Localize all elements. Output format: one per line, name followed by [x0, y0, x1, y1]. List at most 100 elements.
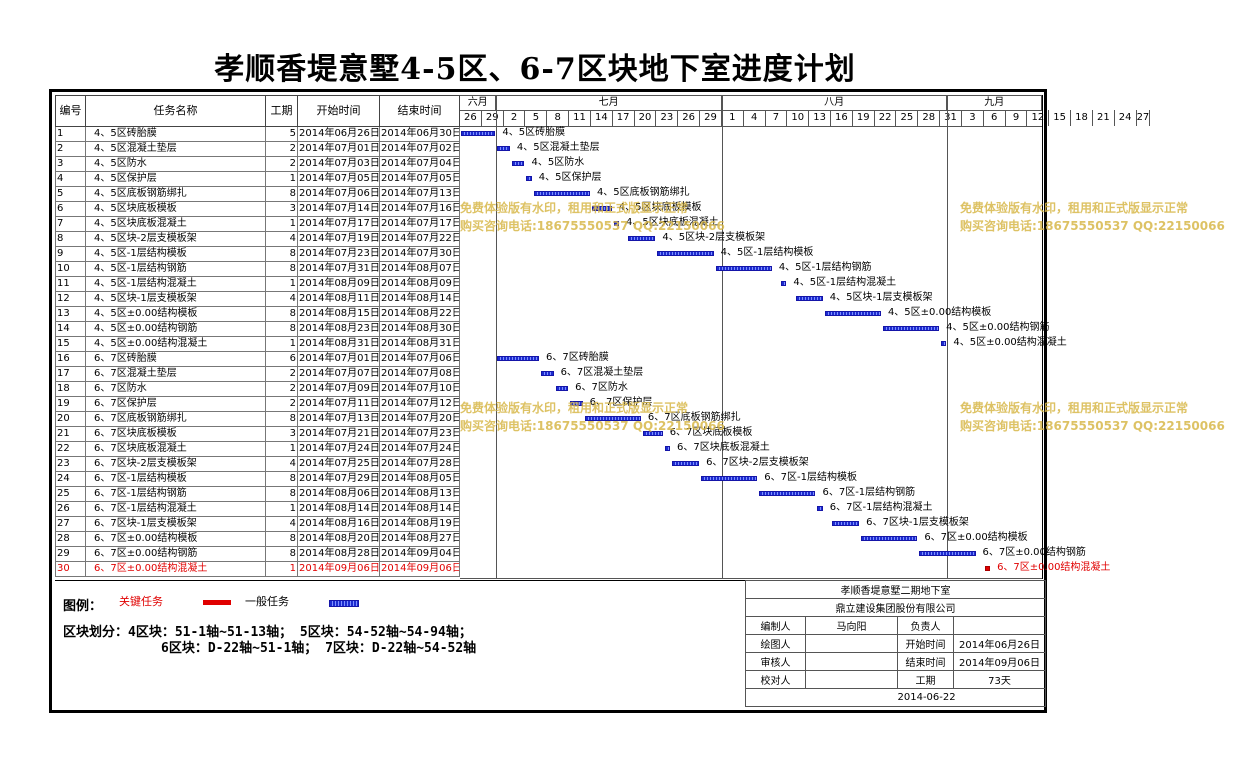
task-bar[interactable] — [642, 431, 663, 436]
info-checker-label: 审核人 — [745, 652, 806, 671]
task-bar[interactable] — [701, 476, 758, 481]
task-no-cell: 13 — [55, 306, 86, 322]
task-start-cell: 2014年08月06日 — [297, 486, 380, 502]
task-name-cell: 6、7区±0.00结构混凝土 — [85, 561, 266, 577]
task-bar[interactable] — [759, 491, 816, 496]
task-bar[interactable] — [795, 296, 823, 301]
task-dur-cell: 8 — [265, 411, 298, 427]
task-bar[interactable] — [919, 551, 976, 556]
task-bar[interactable] — [570, 401, 583, 406]
task-bar[interactable] — [555, 386, 569, 391]
task-bar[interactable] — [781, 281, 787, 286]
day-header: 9 — [1006, 110, 1028, 126]
task-dur-cell: 1 — [265, 561, 298, 577]
task-end-cell: 2014年08月30日 — [379, 321, 460, 337]
info-project: 孝顺香堤意墅二期地下室 — [745, 580, 1046, 599]
task-bar-label: 4、5区±0.00结构模板 — [887, 307, 992, 318]
task-no-cell: 22 — [55, 441, 86, 457]
month-divider — [947, 95, 949, 579]
task-dur-cell: 1 — [265, 171, 298, 187]
task-end-cell: 2014年07月23日 — [379, 426, 460, 442]
day-header: 13 — [809, 110, 831, 126]
task-bar[interactable] — [832, 521, 860, 526]
day-header: 15 — [1049, 110, 1072, 126]
task-name-cell: 6、7区±0.00结构钢筋 — [85, 546, 266, 562]
task-start-cell: 2014年07月24日 — [297, 441, 380, 457]
task-bar-label: 6、7区±0.00结构钢筋 — [982, 547, 1086, 558]
task-start-cell: 2014年07月06日 — [297, 186, 380, 202]
legend-title: 图例： — [63, 599, 103, 614]
chart-frame — [49, 89, 1047, 713]
task-bar[interactable] — [628, 236, 656, 241]
task-bar[interactable] — [657, 251, 714, 256]
task-bar[interactable] — [497, 356, 540, 361]
task-no-cell: 9 — [55, 246, 86, 262]
task-bar[interactable] — [664, 446, 670, 451]
zone-division-line1: 区块划分：4区块：51-1轴~51-13轴； 5区块：54-52轴~54-94轴… — [63, 625, 472, 640]
task-bar[interactable] — [591, 206, 612, 211]
watermark-line2: 购买咨询电话:18675550537 QQ:22150066 — [960, 219, 1225, 233]
task-bar[interactable] — [861, 536, 918, 541]
task-no-cell: 10 — [55, 261, 86, 277]
task-start-cell: 2014年07月01日 — [297, 141, 380, 157]
task-bar[interactable] — [511, 161, 525, 166]
day-header: 4 — [744, 110, 766, 126]
task-bar[interactable] — [824, 311, 881, 316]
task-bar[interactable] — [715, 266, 772, 271]
info-end: 2014年09月06日 — [953, 652, 1046, 671]
task-start-cell: 2014年07月17日 — [297, 216, 380, 232]
day-header: 26 — [460, 110, 482, 126]
info-compiler-label: 编制人 — [745, 616, 806, 635]
task-bar-label: 4、5区底板钢筋绑扎 — [596, 187, 690, 198]
day-header: 23 — [656, 110, 679, 126]
task-name-cell: 4、5区块-1层支模板架 — [85, 291, 266, 307]
task-name-cell: 4、5区块底板混凝土 — [85, 216, 266, 232]
task-start-cell: 2014年08月14日 — [297, 501, 380, 517]
task-bar[interactable] — [533, 191, 590, 196]
col-header-dur: 工期 — [265, 95, 298, 127]
task-bar[interactable] — [941, 341, 947, 346]
watermark-line2: 购买咨询电话:18675550537 QQ:22150066 — [960, 419, 1225, 433]
task-start-cell: 2014年08月11日 — [297, 291, 380, 307]
task-bar[interactable] — [671, 461, 700, 466]
month-header: 六月 — [460, 95, 497, 111]
task-dur-cell: 3 — [265, 201, 298, 217]
task-start-cell: 2014年08月20日 — [297, 531, 380, 547]
task-start-cell: 2014年07月07日 — [297, 366, 380, 382]
day-header: 27 — [1137, 110, 1151, 126]
task-bar[interactable] — [584, 416, 641, 421]
task-bar[interactable] — [526, 176, 532, 181]
task-no-cell: 8 — [55, 231, 86, 247]
task-bar[interactable] — [984, 566, 991, 571]
task-end-cell: 2014年07月24日 — [379, 441, 460, 457]
col-header-end: 结束时间 — [379, 95, 460, 127]
info-dur: 73天 — [953, 670, 1046, 689]
task-end-cell: 2014年07月16日 — [379, 201, 460, 217]
task-bar[interactable] — [613, 221, 620, 226]
task-bar-label: 4、5区-1层结构模板 — [720, 247, 814, 258]
task-name-cell: 4、5区±0.00结构混凝土 — [85, 336, 266, 352]
task-bar[interactable] — [541, 371, 554, 376]
task-bar[interactable] — [882, 326, 940, 331]
task-start-cell: 2014年07月19日 — [297, 231, 380, 247]
task-dur-cell: 2 — [265, 396, 298, 412]
watermark-left-2: 免费体验版有水印，租用和正式版显示正常 购买咨询电话:18675550537 Q… — [460, 399, 725, 435]
table-header-row: 编号 任务名称 工期 开始时间 结束时间 — [55, 95, 460, 127]
task-end-cell: 2014年07月12日 — [379, 396, 460, 412]
task-bar[interactable] — [817, 506, 823, 511]
task-bar[interactable] — [497, 146, 510, 151]
task-no-cell: 7 — [55, 216, 86, 232]
task-bar[interactable] — [461, 131, 496, 136]
task-name-cell: 4、5区-1层结构模板 — [85, 246, 266, 262]
task-dur-cell: 6 — [265, 351, 298, 367]
task-start-cell: 2014年07月31日 — [297, 261, 380, 277]
info-blank — [745, 688, 898, 707]
watermark-line1: 免费体验版有水印，租用和正式版显示正常 — [960, 401, 1189, 415]
task-name-cell: 4、5区块底板模板 — [85, 201, 266, 217]
